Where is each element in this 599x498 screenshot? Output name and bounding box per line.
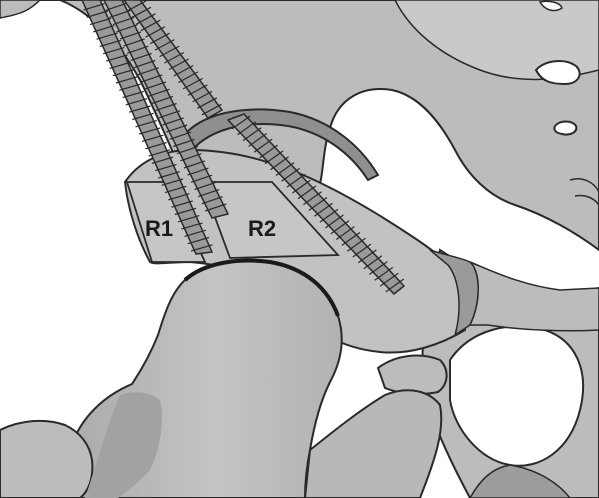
superior-ramus-end [470, 262, 599, 331]
region-label-r1: R1 [145, 216, 173, 241]
lesser-trochanter [378, 356, 447, 394]
region-label-r2: R2 [248, 216, 276, 241]
foramen-hole [554, 122, 576, 135]
iliac-wing [0, 0, 40, 18]
femur-lower-right [305, 390, 441, 498]
